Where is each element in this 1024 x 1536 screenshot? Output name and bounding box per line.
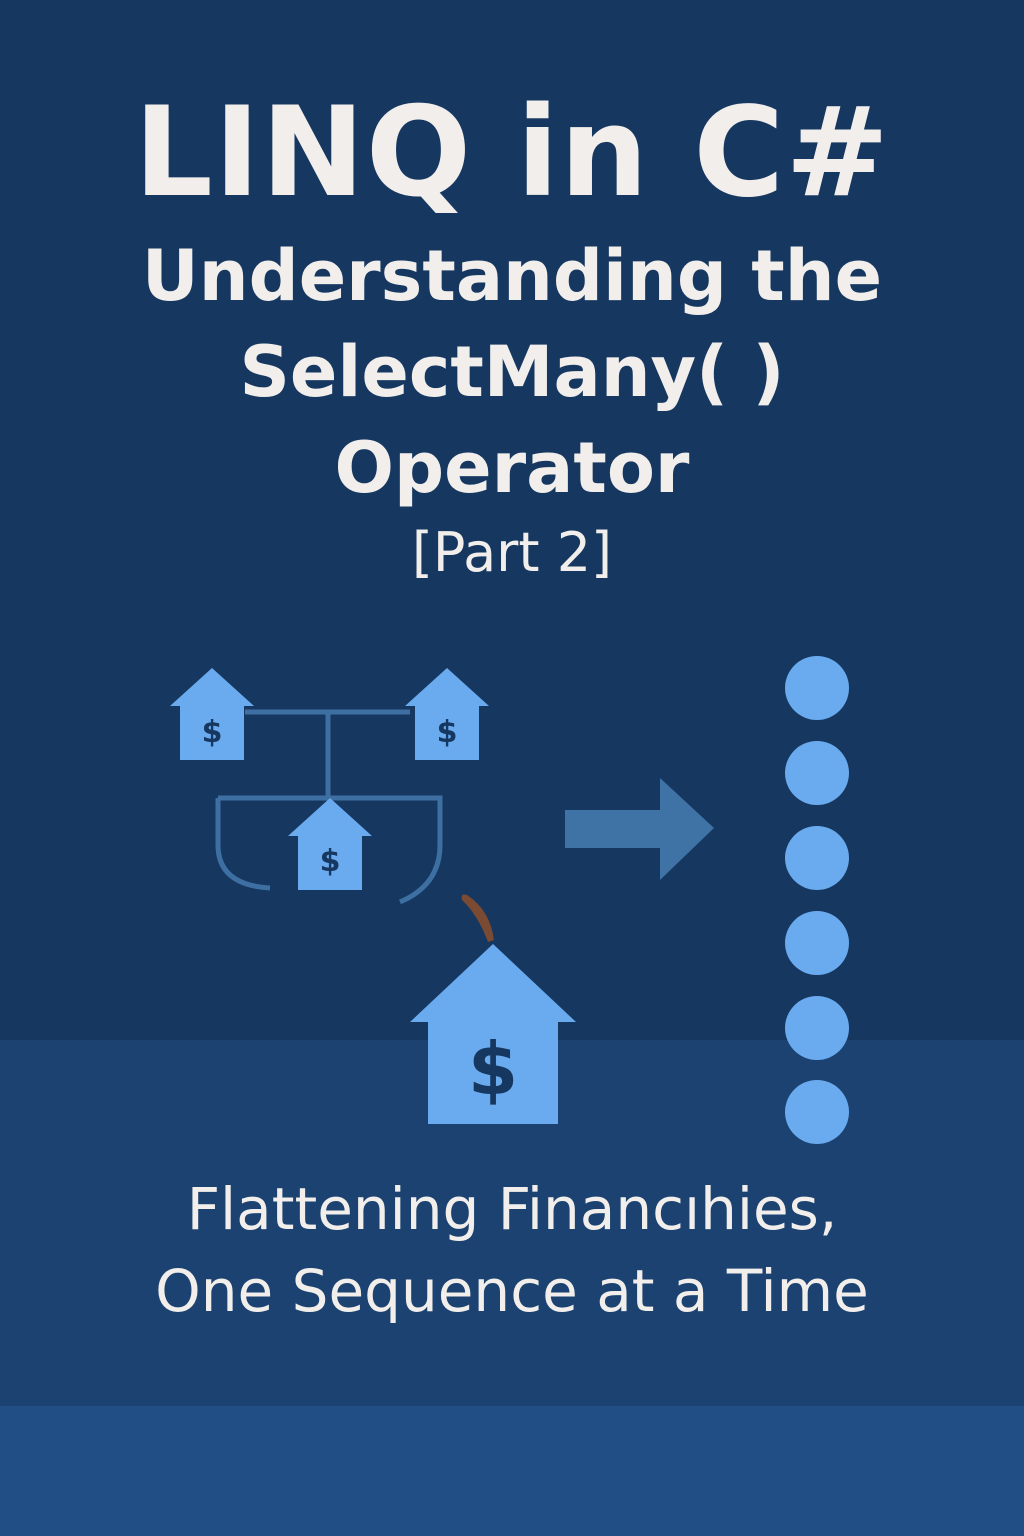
hierarchy-connectors (215, 709, 443, 905)
background-top-band (0, 0, 1024, 1040)
tagline-line-1: Flattening Financıhies, (186, 1175, 838, 1243)
sequence-dot-icon (785, 656, 849, 720)
sequence-dot-icon (785, 1080, 849, 1144)
title-block: LINQ in C# Understanding the SelectMany(… (0, 78, 1024, 590)
sequence-dot-icon (785, 741, 849, 805)
house-dollar-icon: $ (405, 668, 489, 760)
house-dollar-icon: $ (170, 668, 254, 760)
dollar-glyph: $ (437, 715, 458, 750)
subtitle-line-2: SelectMany( ) (239, 331, 785, 413)
house-dollar-icon: $ (288, 798, 372, 890)
arrow-right-icon (565, 778, 714, 880)
sequence-dot-icon (785, 996, 849, 1060)
sequence-dot-icon (785, 911, 849, 975)
large-house-dollar-icon: $ (410, 894, 576, 1124)
subtitle-line-3: Operator (334, 427, 690, 509)
dollar-glyph: $ (202, 715, 223, 750)
part-label: [Part 2] (411, 521, 613, 584)
subtitle-line-1: Understanding the (141, 235, 883, 317)
background-bottom-band (0, 1406, 1024, 1536)
sequence-dot-icon (785, 826, 849, 890)
selectmany-diagram: $ $ $ $ (170, 656, 849, 1144)
page-title: LINQ in C# (133, 81, 891, 225)
flattened-sequence (785, 656, 849, 1144)
tagline: Flattening Financıhies, One Sequence at … (0, 1168, 1024, 1332)
dollar-glyph: $ (320, 844, 341, 879)
dollar-glyph: $ (468, 1027, 518, 1111)
tagline-line-2: One Sequence at a Time (155, 1257, 869, 1325)
